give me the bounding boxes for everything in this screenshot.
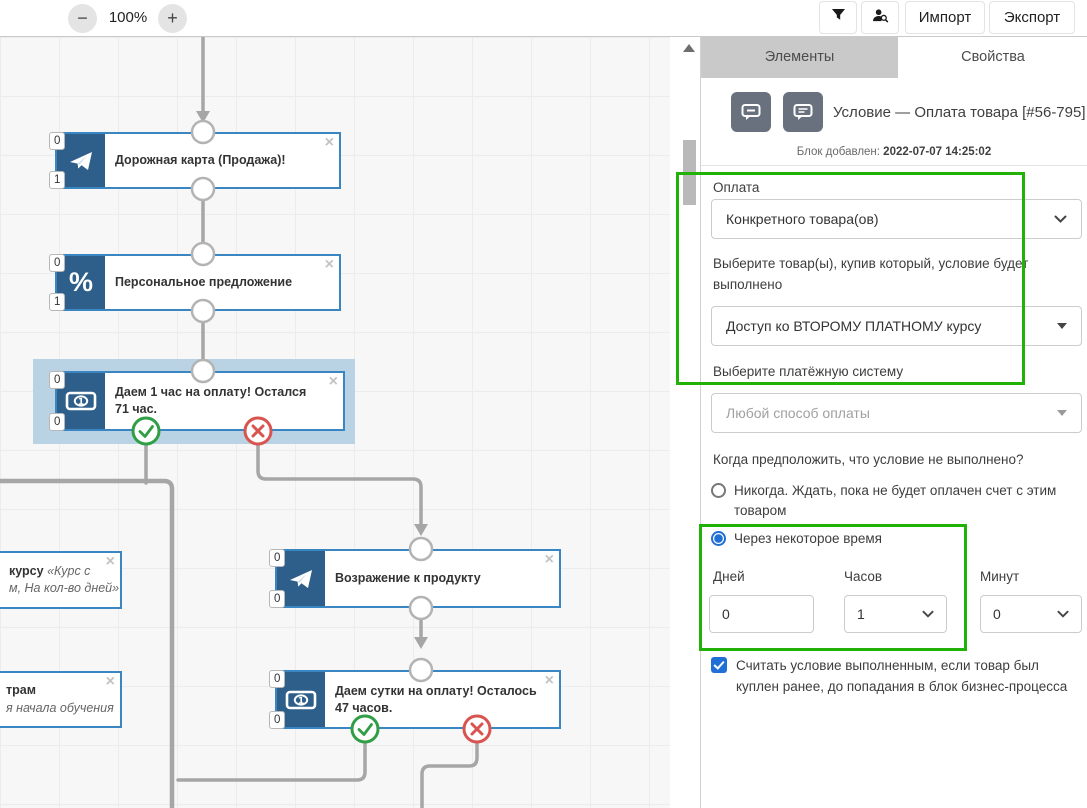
- caret-down-icon: [1057, 410, 1067, 416]
- top-toolbar: − 100% + Импорт Экспорт: [0, 0, 1087, 37]
- added-label: Блок добавлен:: [796, 146, 880, 158]
- flow-node-course-partial[interactable]: курсу «Курс с м, На кол-во дней» ×: [0, 551, 122, 609]
- radio-time-label: Через некоторое время: [734, 531, 882, 546]
- radio-option-after-time[interactable]: Через некоторое время: [711, 529, 1079, 549]
- filter-button[interactable]: [819, 1, 857, 34]
- product-select[interactable]: Доступ ко ВТОРОМУ ПЛАТНОМУ курсу: [711, 306, 1082, 346]
- minutes-select[interactable]: 0: [980, 595, 1082, 633]
- radio-option-never[interactable]: Никогда. Ждать, пока не будет оплачен сч…: [711, 481, 1079, 521]
- product-select-value: Доступ ко ВТОРОМУ ПЛАТНОМУ курсу: [726, 318, 982, 334]
- node-title: Персональное предложение: [115, 275, 293, 290]
- block-added-timestamp: Блок добавлен: 2022-07-07 14:25:02: [701, 146, 1087, 158]
- divider: [701, 165, 1087, 166]
- node-title-italic: м, На кол-во дней»: [9, 581, 120, 595]
- scroll-up-icon[interactable]: [683, 44, 695, 52]
- days-label: Дней: [713, 569, 745, 584]
- svg-text:1: 1: [78, 398, 84, 408]
- close-icon[interactable]: ×: [324, 256, 334, 273]
- node-title: Дорожная карта (Продажа)!: [115, 153, 286, 168]
- chevron-down-icon: [1054, 215, 1067, 223]
- payment-system-value: Любой способ оплаты: [726, 405, 870, 421]
- hours-label: Часов: [844, 569, 883, 584]
- node-badge-top: 0: [49, 371, 66, 389]
- comment-button[interactable]: [731, 92, 771, 132]
- node-title: Даем 1 час на оплату! Остался 71 час.: [115, 385, 307, 416]
- node-title-bold: курсу: [9, 563, 44, 578]
- flow-node-personal-offer[interactable]: 0 1 % Персональное предложение ×: [49, 254, 341, 311]
- node-title-fragment: трам: [6, 682, 114, 700]
- radio-checked-icon[interactable]: [711, 531, 726, 546]
- zoom-level: 100%: [108, 9, 148, 26]
- purchased-earlier-option[interactable]: Считать условие выполненным, если товар …: [711, 655, 1081, 697]
- chevron-down-icon: [922, 610, 934, 618]
- export-button[interactable]: Экспорт: [989, 1, 1075, 34]
- node-badge-top: 0: [49, 254, 66, 272]
- node-title: Даем сутки на оплату! Осталось 47 часов.: [335, 683, 537, 715]
- properties-panel: Элементы Свойства Условие — Оплата товар…: [700, 37, 1087, 808]
- caret-down-icon: [1057, 323, 1067, 329]
- radio-never-label: Никогда. Ждать, пока не будет оплачен сч…: [734, 483, 1057, 518]
- payment-select-value: Конкретного товара(ов): [726, 211, 879, 227]
- node-badge-bottom: 0: [49, 413, 66, 431]
- filter-icon: [831, 8, 845, 20]
- days-input[interactable]: [709, 595, 814, 633]
- close-icon[interactable]: ×: [324, 134, 334, 151]
- node-title-italic: «Курс с: [47, 563, 91, 578]
- import-button[interactable]: Импорт: [905, 1, 985, 34]
- node-badge-top: 0: [269, 549, 286, 567]
- flow-node-telegram-partial[interactable]: трам я начала обучения ×: [0, 671, 122, 728]
- payment-label: Оплата: [713, 180, 760, 195]
- checkbox-label: Считать условие выполненным, если товар …: [736, 658, 1068, 694]
- added-value: 2022-07-07 14:25:02: [883, 146, 992, 158]
- user-search-icon: [872, 9, 888, 23]
- chat-bubble-icon: [741, 104, 761, 120]
- node-badge-bottom: 1: [49, 171, 66, 189]
- product-label: Выберите товар(ы), купив который, услови…: [713, 256, 1029, 292]
- node-badge-top: 0: [269, 670, 286, 688]
- flow-node-pay-24-hours[interactable]: 0 0 1 Даем сутки на оплату! Осталось 47 …: [269, 670, 561, 729]
- node-badge-bottom: 0: [269, 711, 286, 729]
- scrollbar-thumb[interactable]: [683, 140, 696, 205]
- close-icon[interactable]: ×: [105, 673, 115, 690]
- hours-select[interactable]: 1: [844, 595, 947, 633]
- tab-properties[interactable]: Свойства: [898, 37, 1087, 78]
- payment-system-label: Выберите платёжную систему: [713, 364, 904, 379]
- when-label: Когда предположить, что условие не выпол…: [713, 452, 1024, 467]
- flow-node-pay-1-hour[interactable]: 0 0 1 Даем 1 час на оплату! Остался 71 ч…: [49, 371, 345, 431]
- find-user-button[interactable]: [861, 1, 899, 34]
- node-title-fragment: м, На кол-во дней»: [9, 580, 119, 598]
- svg-text:1: 1: [298, 696, 304, 706]
- percent-glyph: %: [68, 267, 93, 297]
- payment-select[interactable]: Конкретного товара(ов): [711, 199, 1082, 239]
- hours-value: 1: [857, 606, 865, 622]
- block-title: Условие — Оплата товара [#56-795]: [833, 103, 1086, 121]
- node-title-fragment: курсу «Курс с: [9, 563, 119, 581]
- zoom-in-button[interactable]: +: [158, 4, 187, 33]
- close-icon[interactable]: ×: [544, 672, 554, 689]
- checkbox-checked-icon[interactable]: [711, 657, 727, 673]
- node-title-italic: я начала обучения: [6, 700, 114, 715]
- payment-system-select[interactable]: Любой способ оплаты: [711, 393, 1082, 433]
- node-badge-top: 0: [49, 132, 66, 150]
- minutes-label: Минут: [980, 569, 1020, 584]
- close-icon[interactable]: ×: [105, 553, 115, 570]
- flow-canvas[interactable]: 0 1 Дорожная карта (Продажа)! × 0 1 % Пе…: [0, 37, 670, 808]
- node-title-fragment: я начала обучения: [6, 700, 114, 718]
- close-icon[interactable]: ×: [328, 373, 338, 390]
- canvas-scrollbar[interactable]: [670, 37, 700, 808]
- minutes-value: 0: [993, 606, 1001, 622]
- close-icon[interactable]: ×: [544, 551, 554, 568]
- zoom-out-button[interactable]: −: [68, 4, 97, 33]
- node-badge-bottom: 1: [49, 293, 66, 311]
- note-button[interactable]: [783, 92, 823, 132]
- flow-node-objection[interactable]: 0 0 Возражение к продукту ×: [269, 549, 561, 608]
- chevron-down-icon: [1057, 610, 1069, 618]
- node-badge-bottom: 0: [269, 590, 286, 608]
- node-title: Возражение к продукту: [335, 571, 481, 586]
- flow-node-roadmap[interactable]: 0 1 Дорожная карта (Продажа)! ×: [49, 132, 341, 189]
- node-title-bold: трам: [6, 683, 36, 697]
- tab-elements[interactable]: Элементы: [701, 37, 898, 78]
- chat-lines-icon: [793, 104, 813, 120]
- radio-icon[interactable]: [711, 483, 726, 498]
